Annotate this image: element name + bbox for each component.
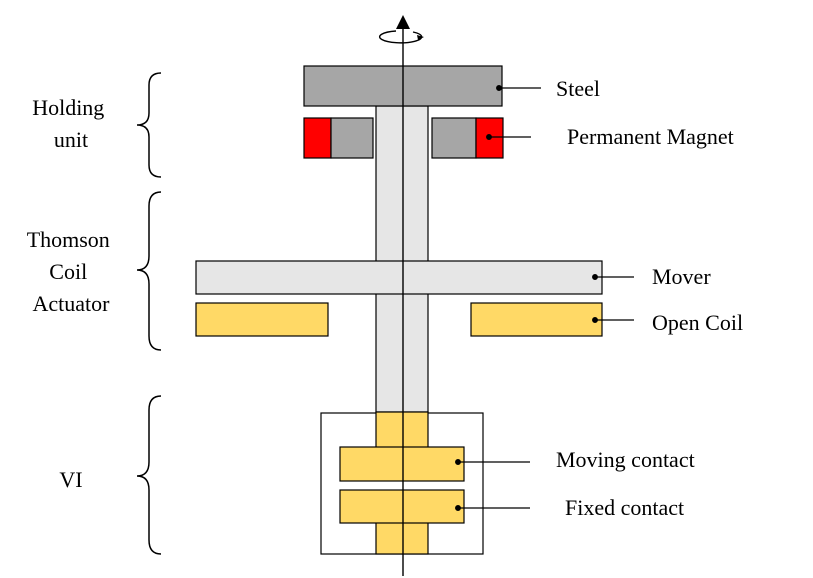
group-label-vi: VI: [59, 467, 82, 492]
brace-holding-unit: [136, 72, 162, 178]
label-moving-contact: Moving contact: [556, 447, 695, 472]
group-label-thomson-coil-actuator: Thomson Coil Actuator: [27, 227, 116, 316]
brace-vi: [136, 395, 162, 555]
permanent-magnet-right: [431, 117, 504, 159]
permanent-magnet-left: [303, 117, 374, 159]
open-coil-left: [195, 302, 329, 337]
leader-lines: [455, 85, 634, 511]
shaft-lower-moving: [375, 411, 429, 449]
open-coil-right: [470, 302, 603, 337]
moving-contact: [339, 446, 465, 482]
brace-thomson-coil: [136, 191, 162, 351]
group-label-holding-unit: Holding unit: [32, 95, 110, 152]
label-open-coil: Open Coil: [652, 310, 743, 335]
rotation-arrow-icon: [379, 30, 424, 44]
shaft-lower-fixed: [375, 521, 429, 555]
label-mover: Mover: [652, 264, 711, 289]
label-permanent-magnet: Permanent Magnet: [567, 124, 734, 149]
mover-plate: [195, 260, 603, 295]
label-steel: Steel: [556, 76, 600, 101]
label-fixed-contact: Fixed contact: [565, 495, 684, 520]
fixed-contact: [339, 489, 465, 524]
shaft-upper: [375, 105, 429, 413]
